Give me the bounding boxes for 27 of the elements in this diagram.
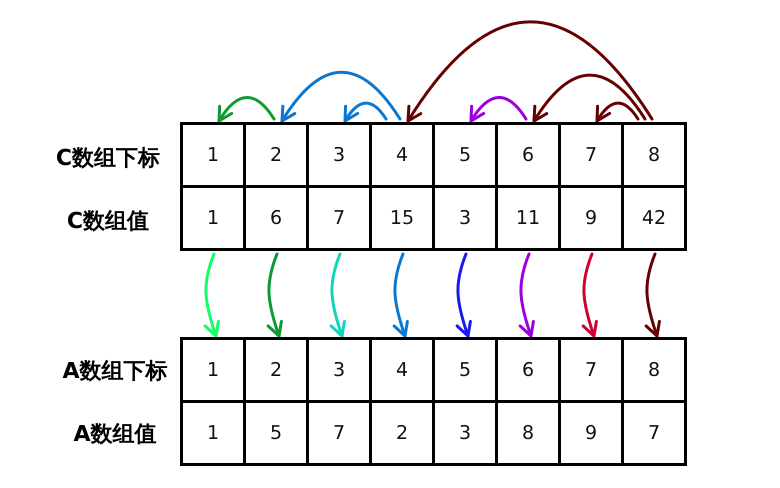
arrow <box>204 252 220 338</box>
row-label: A数组下标 <box>62 358 168 386</box>
array-cell: 1 <box>180 400 246 466</box>
array-cell: 42 <box>621 185 687 251</box>
row-label: C数组值 <box>66 208 150 236</box>
arrow <box>596 102 640 122</box>
array-cell: 1 <box>180 122 246 188</box>
arrow <box>392 252 410 338</box>
row-label: C数组下标 <box>56 145 160 173</box>
array-cell: 1 <box>180 337 246 403</box>
arrow <box>406 20 654 122</box>
array-cell: 1 <box>180 185 246 251</box>
arrow <box>644 252 662 338</box>
arrow <box>280 70 402 122</box>
array-cell: 7 <box>621 400 687 466</box>
array-cell: 8 <box>621 337 687 403</box>
arrow <box>532 74 646 122</box>
row-label: A数组值 <box>73 421 157 449</box>
arrow <box>266 252 284 338</box>
arrow <box>218 96 276 122</box>
arrow <box>456 252 472 338</box>
array-cell: 8 <box>621 122 687 188</box>
arrow <box>330 252 346 338</box>
arrow <box>518 252 536 338</box>
arrow <box>582 252 598 338</box>
arrow <box>470 96 528 122</box>
arrow <box>344 102 388 122</box>
